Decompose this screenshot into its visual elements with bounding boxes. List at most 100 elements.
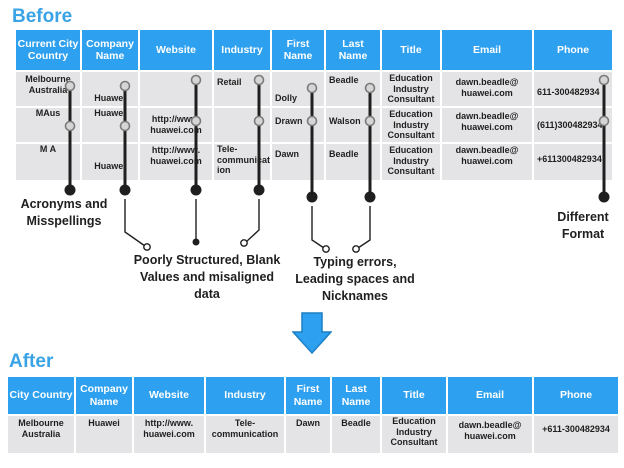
cell-line: Consultant xyxy=(387,130,435,140)
before-cell-website xyxy=(140,72,212,106)
after-cell-last-name: Beadle xyxy=(332,416,380,453)
before-cell-website: http://www.huawei.com xyxy=(140,144,212,180)
before-cell-city: MAus xyxy=(16,108,80,142)
after-cell-phone: +611-300482934 xyxy=(534,416,618,453)
before-header-title: Title xyxy=(382,30,440,70)
annotation-line: Acronyms and xyxy=(20,197,108,211)
cell-line: Dawn xyxy=(295,418,320,428)
before-cell-phone: +611300482934 xyxy=(534,144,612,180)
before-header-company: Company Name xyxy=(82,30,138,70)
after-header-last-name: Last Name xyxy=(332,377,380,414)
cell-line: communicat xyxy=(217,154,270,165)
before-cell-industry: Retail xyxy=(214,72,270,106)
cell-line: Huawei xyxy=(94,108,126,118)
cell-line: Beadle xyxy=(341,418,371,428)
after-header-title: Title xyxy=(382,377,446,414)
annotation-line: Leading spaces and xyxy=(295,272,415,286)
cell-line: M A xyxy=(39,144,57,154)
cell-line: huawei.com xyxy=(150,155,202,166)
cell-line: Industry xyxy=(393,83,429,94)
annotation-acronyms: Acronyms and Misspellings xyxy=(14,196,114,230)
cell-line: +611300482934 xyxy=(537,154,602,164)
cell-line: dawn.beadle@ xyxy=(455,111,519,121)
cell-line: Education xyxy=(392,416,436,426)
before-header-website: Website xyxy=(140,30,212,70)
cell-line: (611)300482934 xyxy=(537,120,603,130)
connector-end-dot xyxy=(64,184,76,196)
cell-line: Australia xyxy=(21,428,61,439)
cell-line: dawn.beadle@ xyxy=(458,420,522,430)
after-cell-industry: Tele-communication xyxy=(206,416,284,453)
after-header-website: Website xyxy=(134,377,204,414)
before-cell-first-name: Dawn xyxy=(272,144,324,180)
annotation-line: Different xyxy=(557,210,609,224)
cell-line: ion xyxy=(217,165,231,175)
after-header-company: Company Name xyxy=(76,377,132,414)
cell-line: Education xyxy=(389,145,433,155)
after-cell-email: dawn.beadle@huawei.com xyxy=(448,416,532,453)
after-cell-website: http://www.huawei.com xyxy=(134,416,204,453)
cell-line: huawei.com xyxy=(461,121,513,132)
cell-line: huawei.com xyxy=(464,430,516,441)
before-cell-last-name: Beadle xyxy=(326,144,380,180)
cell-line: Huawei xyxy=(88,418,120,428)
cell-line: 611-300482934 xyxy=(537,87,600,97)
down-arrow-icon xyxy=(292,312,332,354)
cell-line: huawei.com xyxy=(150,124,202,135)
connector-open-dot xyxy=(352,245,360,253)
cell-line: dawn.beadle@ xyxy=(455,77,519,87)
cell-line: MAus xyxy=(35,108,61,118)
after-header-phone: Phone xyxy=(534,377,618,414)
cell-line: Huawei xyxy=(94,161,126,171)
cell-line: Walson xyxy=(329,116,361,126)
connector-end-dot xyxy=(192,238,200,246)
before-cell-last-name: Walson xyxy=(326,108,380,142)
after-cell-company: Huawei xyxy=(76,416,132,453)
cell-line: communication xyxy=(211,428,279,439)
connector-end-dot xyxy=(190,184,202,196)
after-header-industry: Industry xyxy=(206,377,284,414)
cell-line: Beadle xyxy=(329,75,359,85)
cell-line: Huawei xyxy=(94,93,126,103)
before-cell-phone: (611)300482934 xyxy=(534,108,612,142)
connector-end-dot xyxy=(364,191,376,203)
cell-line: http://www. xyxy=(151,145,201,155)
cell-line: +611-300482934 xyxy=(542,424,610,434)
annotation-poorly-structured: Poorly Structured, Blank Values and misa… xyxy=(120,252,294,303)
annotation-line: Poorly Structured, Blank xyxy=(133,253,281,267)
cell-line: Tele- xyxy=(217,144,238,154)
cell-line: http://www. xyxy=(151,114,201,124)
after-heading: After xyxy=(9,351,54,372)
after-header-email: Email xyxy=(448,377,532,414)
connector-open-dot xyxy=(143,243,151,251)
before-cell-company: Huawei xyxy=(82,72,138,106)
cell-line: Consultant xyxy=(387,94,435,104)
cell-line: Education xyxy=(389,73,433,83)
annotation-line: Misspellings xyxy=(26,214,102,228)
cell-line: Melbourne xyxy=(18,418,64,428)
connector-end-dot xyxy=(119,184,131,196)
cell-line: Retail xyxy=(217,77,242,87)
cell-line: Dawn xyxy=(275,149,300,159)
annotation-line: Typing errors, xyxy=(313,255,397,269)
cell-line: huawei.com xyxy=(461,155,513,166)
before-header-phone: Phone xyxy=(534,30,612,70)
cell-line: huawei.com xyxy=(461,87,513,98)
before-table: Current City Country Company Name Websit… xyxy=(14,28,614,182)
before-header-last-name: Last Name xyxy=(326,30,380,70)
cell-line: Melbourne xyxy=(25,74,71,84)
cell-line: Australia xyxy=(28,84,68,95)
cell-line: Beadle xyxy=(329,149,359,159)
cell-line: Drawn xyxy=(275,116,303,126)
after-cell-first-name: Dawn xyxy=(286,416,330,453)
after-header-first-name: First Name xyxy=(286,377,330,414)
cell-line: Industry xyxy=(396,426,432,437)
connector-end-dot xyxy=(253,184,265,196)
cell-line: Education xyxy=(389,109,433,119)
before-cell-website: http://www.huawei.com xyxy=(140,108,212,142)
